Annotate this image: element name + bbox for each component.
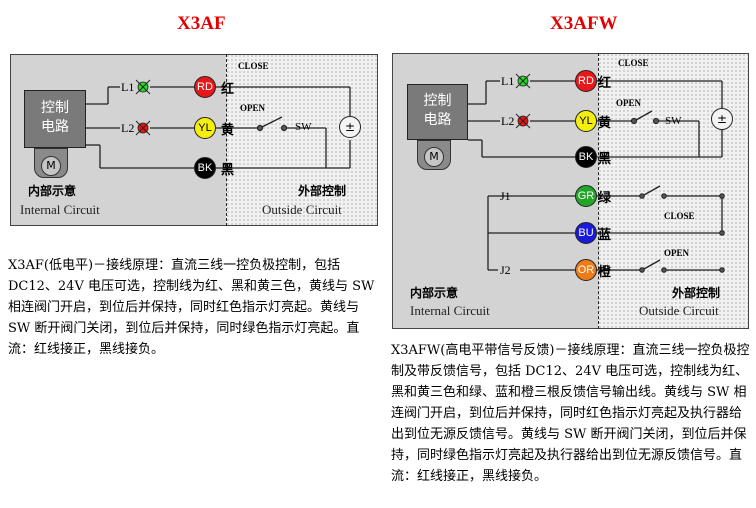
right-motor-icon: M <box>424 147 444 167</box>
right-j1-label: J1 <box>500 189 511 203</box>
right-open-label: OPEN <box>616 98 642 108</box>
right-diagram-frame <box>392 53 749 329</box>
left-outside-en-label: Outside Circuit <box>262 202 342 217</box>
right-terminal-bu: BU <box>575 222 597 244</box>
right-j2-label: J2 <box>500 263 511 277</box>
right-outside-en-label: Outside Circuit <box>639 303 719 318</box>
left-diagram-frame <box>10 54 378 226</box>
left-terminal-rd-cn: 红 <box>221 82 235 97</box>
right-terminal-gr-cn: 绿 <box>598 191 612 206</box>
right-close-label: CLOSE <box>618 58 649 68</box>
left-lamp-l2-icon <box>135 120 151 136</box>
right-internal-cn-label: 内部示意 <box>410 286 459 300</box>
right-boundary-line <box>598 53 599 329</box>
right-terminal-yl: YL <box>575 110 597 132</box>
left-sw-label: SW <box>295 121 312 133</box>
right-outside-cn-label: 外部控制 <box>672 286 721 300</box>
left-wiring-description: X3AF(低电平)－接线原理：直流三线一控负极控制，包括 DC12、24V 电压… <box>8 258 375 357</box>
right-lamp-l1-label: L1 <box>501 74 515 88</box>
left-motor-icon: M <box>41 156 61 176</box>
right-diagram-title: X3AFW <box>550 13 618 34</box>
left-lamp-l2-label: L2 <box>121 121 135 135</box>
right-terminal-gr: GR <box>575 185 597 207</box>
right-wiring-description: X3AFW(高电平带信号反馈)－接线原理：直流三线一控负极控制及带反馈信号，包括… <box>391 343 750 484</box>
left-lamp-l1-icon <box>135 79 151 95</box>
left-internal-en-label: Internal Circuit <box>20 202 100 217</box>
left-boundary-line <box>226 54 227 226</box>
right-internal-en-label: Internal Circuit <box>410 303 490 318</box>
left-external-area <box>226 54 378 226</box>
left-control-circuit-box: 控制电路 <box>24 90 86 148</box>
left-open-label: OPEN <box>240 103 266 113</box>
right-sw-label: SW <box>665 115 682 127</box>
right-feedback-close-label: CLOSE <box>664 211 695 221</box>
right-lamp-l2-label: L2 <box>501 114 515 128</box>
right-terminal-rd: RD <box>575 70 597 92</box>
left-terminal-yl: YL <box>194 117 216 139</box>
right-terminal-rd-cn: 红 <box>598 76 612 91</box>
right-feedback-open-label: OPEN <box>664 248 690 258</box>
right-control-circuit-box: 控制电路 <box>407 84 468 140</box>
right-terminal-bu-cn: 蓝 <box>598 228 612 243</box>
right-terminal-or: OR <box>575 259 597 281</box>
left-lamp-l1-label: L1 <box>121 80 135 94</box>
left-terminal-bk-cn: 黑 <box>221 163 235 178</box>
left-internal-cn-label: 内部示意 <box>28 184 77 198</box>
left-close-label: CLOSE <box>238 61 269 71</box>
right-lamp-l2-icon <box>515 113 531 129</box>
left-terminal-yl-cn: 黄 <box>221 123 235 138</box>
right-terminal-or-cn: 橙 <box>598 265 612 280</box>
left-control-circuit-label: 控制电路 <box>41 100 69 135</box>
right-lamp-l1-icon <box>515 73 531 89</box>
right-control-circuit-label: 控制电路 <box>423 93 452 128</box>
right-terminal-bk: BK <box>575 146 597 168</box>
right-terminal-bk-cn: 黑 <box>598 152 612 167</box>
left-terminal-rd: RD <box>194 76 216 98</box>
right-external-area <box>598 53 749 329</box>
left-diagram-title: X3AF <box>177 13 226 34</box>
right-terminal-yl-cn: 黄 <box>598 116 612 131</box>
left-terminal-bk: BK <box>194 157 216 179</box>
left-power-supply-icon: ± <box>339 116 361 138</box>
right-power-supply-icon: ± <box>711 108 733 130</box>
left-outside-cn-label: 外部控制 <box>298 184 347 198</box>
